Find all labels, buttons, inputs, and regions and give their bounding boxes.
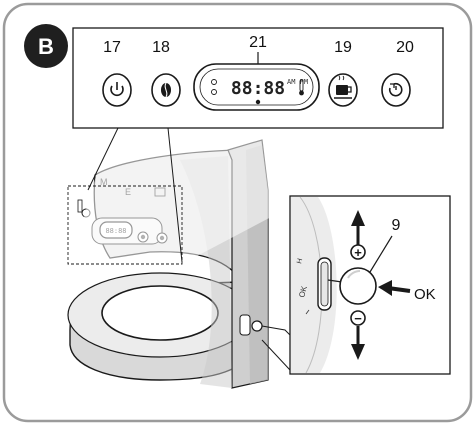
callout-9: 9	[392, 217, 401, 234]
svg-text:+: +	[354, 245, 362, 260]
ok-label: OK	[414, 286, 436, 303]
callout-21: 21	[249, 34, 267, 51]
svg-text:−: −	[354, 311, 362, 326]
power-button[interactable]	[103, 74, 131, 106]
lcd-display: 88:88 AM PM	[194, 64, 319, 110]
side-control-panel: H OK 9 + −	[290, 196, 450, 374]
callout-19: 19	[334, 39, 352, 56]
callout-17: 17	[103, 39, 121, 56]
callout-18: 18	[152, 39, 170, 56]
display-readout: 88:88	[231, 78, 285, 99]
plus-icon: +	[351, 245, 365, 260]
svg-text:B: B	[38, 34, 54, 59]
timer-button[interactable]	[382, 74, 410, 106]
strength-button[interactable]	[152, 74, 180, 106]
figure-badge: B	[24, 24, 68, 68]
minus-icon: −	[351, 311, 365, 326]
display-ampm: AM PM	[287, 78, 308, 86]
warming-button[interactable]	[329, 74, 357, 106]
warming-plate	[102, 286, 218, 340]
callout-20: 20	[396, 39, 414, 56]
coffee-bean-icon	[161, 83, 171, 97]
control-panel: 17 18 21 88:88 AM PM	[73, 28, 443, 128]
